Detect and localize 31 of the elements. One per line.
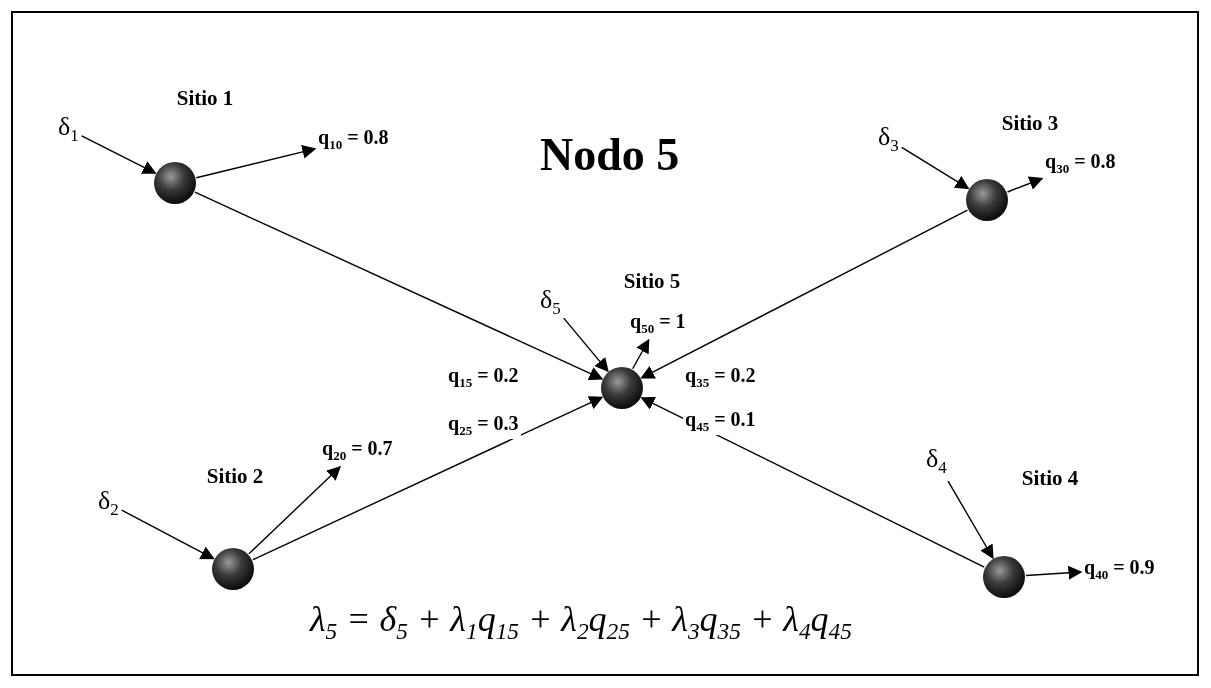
site-label: Sitio 4 — [1021, 466, 1079, 491]
arrow — [640, 209, 969, 379]
site-label: Sitio 1 — [176, 86, 234, 111]
input-rate-label: δ$_{5}$ — [540, 285, 561, 320]
input-rate-label: δ$_{4}$ — [926, 444, 947, 479]
arrow — [194, 191, 604, 380]
arrow — [121, 509, 215, 560]
exit-probability-label: q$_{40}$ = 0.9 — [1084, 556, 1155, 583]
exit-probability-label: q$_{10}$ = 0.8 — [318, 126, 389, 153]
input-rate-label: δ$_{1}$ — [58, 112, 79, 147]
exit-probability-label: q$_{50}$ = 1 — [630, 310, 686, 337]
input-rate-label: δ$_{3}$ — [878, 122, 899, 157]
equation: λ$_{5}$ = δ$_{5}$ + λ$_{1}$q$_{15}$ + λ$_{2}$q$_{25}$ + λ$_{3}$q$_{35}$ + λ$_{4}$q$_{45}$ — [310, 598, 852, 646]
arrow — [248, 466, 341, 555]
arrow — [901, 146, 970, 190]
arrow — [947, 480, 994, 560]
site-label: Sitio 5 — [623, 269, 681, 294]
site-label: Sitio 2 — [206, 464, 264, 489]
arrow — [81, 135, 157, 174]
exit-probability-label: q$_{20}$ = 0.7 — [322, 437, 393, 464]
arrow — [640, 397, 985, 568]
arrow — [1025, 565, 1083, 580]
arrow — [252, 396, 604, 561]
arrow — [563, 317, 609, 373]
site-label: Sitio 3 — [1001, 111, 1059, 136]
input-rate-label: δ$_{2}$ — [98, 486, 119, 521]
diagram-title: Nodo 5 — [540, 128, 680, 181]
exit-probability-label: q$_{30}$ = 0.8 — [1045, 150, 1116, 177]
arrow — [195, 145, 317, 179]
arrow — [631, 338, 650, 370]
arrow — [1006, 176, 1044, 193]
